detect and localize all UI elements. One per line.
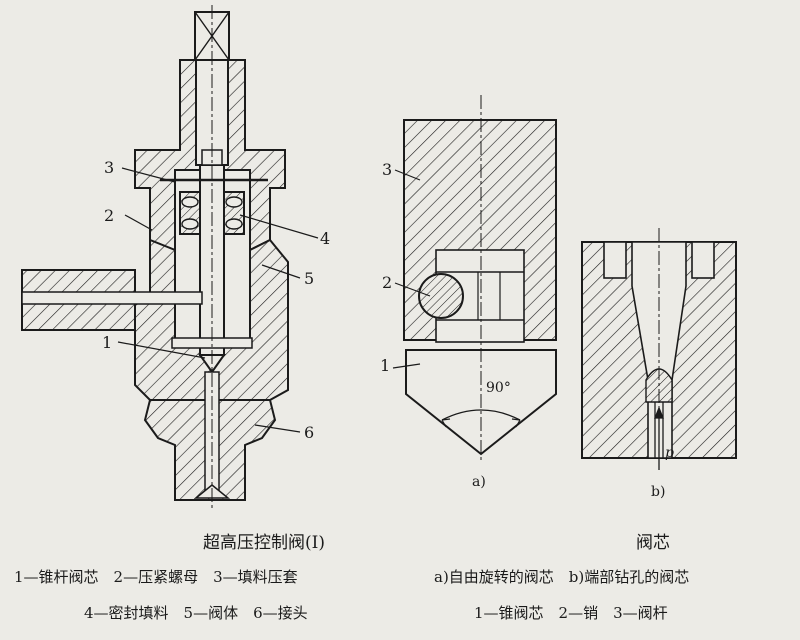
label-1-right: 1	[380, 356, 391, 375]
left-caption: 超高压控制阀(Ⅰ)	[203, 533, 325, 553]
label-6-left: 6	[304, 423, 315, 442]
sub-label-b: b)	[651, 484, 666, 500]
angle-label: 90°	[486, 380, 511, 396]
label-1-left: 1	[102, 333, 113, 352]
sub-label-a: a)	[472, 474, 486, 490]
left-leaders	[117, 167, 319, 433]
right-legend-line2: 1—锥阀芯 2—销 3—阀杆	[474, 604, 668, 622]
label-5-left: 5	[304, 269, 315, 288]
right-legend-line1: a)自由旋转的阀芯 b)端部钻孔的阀芯	[434, 568, 690, 586]
pin	[418, 273, 464, 319]
label-3-right: 3	[382, 160, 393, 179]
control-valve-section	[21, 11, 289, 501]
left-legend-line1: 1—锥杆阀芯 2—压紧螺母 3—填料压套	[14, 568, 298, 586]
free-rotating-core	[403, 119, 557, 456]
pressure-arrow	[654, 406, 664, 470]
label-2-left: 2	[104, 206, 115, 225]
label-3-left: 3	[104, 158, 115, 177]
left-legend-line2: 4—密封填料 5—阀体 6—接头	[84, 604, 308, 622]
right-caption: 阀芯	[636, 533, 670, 553]
pressure-label: p	[665, 445, 674, 461]
label-4-left: 4	[320, 229, 331, 248]
label-2-right: 2	[382, 273, 393, 292]
